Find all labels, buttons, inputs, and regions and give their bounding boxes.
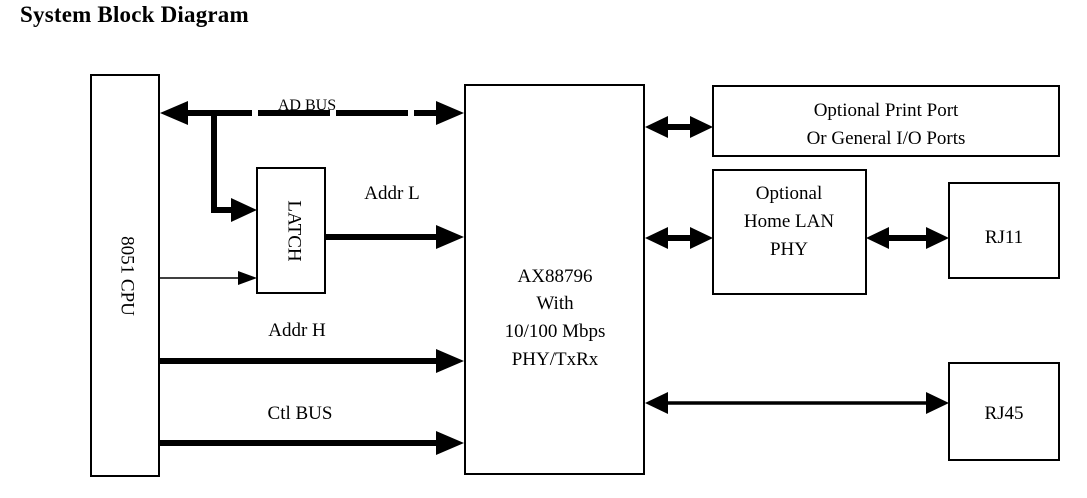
cpu-block: 8051 CPU — [90, 74, 160, 477]
home-lan-label-line-1: Optional — [756, 183, 823, 204]
print-port-label-line-1: Optional Print Port — [814, 100, 959, 121]
rj45-label: RJ45 — [984, 403, 1023, 424]
rj11-label: RJ11 — [985, 227, 1023, 248]
latch-label: LATCH — [284, 200, 305, 262]
home-lan-label-line-3: PHY — [770, 239, 808, 260]
home-lan-rj11-arrow — [866, 227, 949, 249]
cpu-to-latch-arrow — [159, 271, 257, 285]
ad-bus-arrow — [160, 101, 464, 125]
ctl-bus-arrow — [159, 431, 464, 455]
ad-bus-label: AD BUS — [278, 97, 336, 114]
addr-l-label: Addr L — [364, 183, 419, 204]
ax88796-block: AX88796 With 10/100 Mbps PHY/TxRx — [464, 84, 645, 475]
print-port-block: Optional Print Port Or General I/O Ports — [712, 85, 1060, 157]
addr-l-arrow — [325, 225, 464, 249]
addr-h-label: Addr H — [268, 320, 326, 341]
cpu-label: 8051 CPU — [117, 236, 138, 316]
ax88796-label-line-4: PHY/TxRx — [512, 349, 599, 370]
ax88796-rj45-arrow — [645, 392, 949, 414]
home-lan-phy-block: Optional Home LAN PHY — [712, 169, 867, 295]
ax88796-label-line-1: AX88796 — [518, 266, 593, 287]
ad-bus-to-latch-arrow — [211, 113, 257, 222]
page-title: System Block Diagram — [20, 2, 249, 27]
home-lan-label-line-2: Home LAN — [744, 211, 835, 232]
latch-block: LATCH — [256, 167, 326, 294]
addr-h-arrow — [159, 349, 464, 373]
rj45-block: RJ45 — [948, 362, 1060, 461]
ax88796-print-port-arrow — [645, 116, 713, 138]
rj11-block: RJ11 — [948, 182, 1060, 279]
print-port-label-line-2: Or General I/O Ports — [807, 128, 966, 149]
ctl-bus-label: Ctl BUS — [268, 403, 333, 424]
ax88796-home-lan-arrow — [645, 227, 713, 249]
ax88796-label-line-2: With — [536, 293, 574, 314]
ax88796-label-line-3: 10/100 Mbps — [505, 321, 606, 342]
